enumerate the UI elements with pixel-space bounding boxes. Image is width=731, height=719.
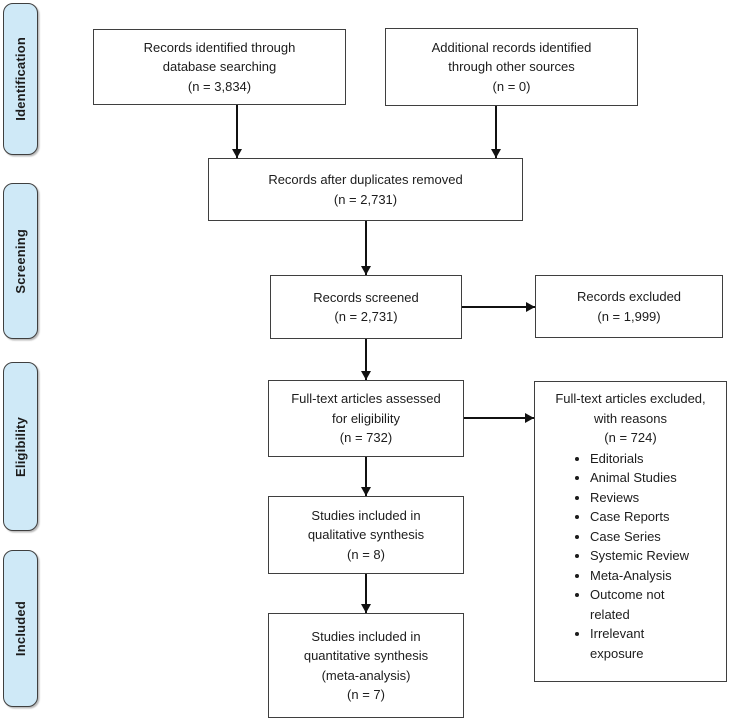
box-count: (n = 7) [347, 687, 385, 702]
exclusion-reason-item: Systemic Review [590, 546, 695, 566]
box-records-identified: Records identified through database sear… [93, 29, 346, 105]
box-text-line: Full-text articles excluded, [555, 391, 706, 406]
box-records-excluded: Records excluded (n = 1,999) [535, 275, 723, 338]
arrow-qualitative-to-quantitative [365, 574, 367, 613]
box-fulltext-assessed: Full-text articles assessed for eligibil… [268, 380, 464, 457]
exclusion-reason-item: Case Series [590, 527, 695, 547]
stage-label-text: Identification [13, 37, 28, 121]
box-text-line: Records excluded [576, 289, 682, 304]
exclusion-reason-item: Irrelevant exposure [590, 624, 695, 663]
box-count: (n = 732) [339, 430, 393, 446]
arrow-assessed-to-qualitative [365, 457, 367, 496]
box-text-line: through other sources [448, 59, 575, 75]
box-count: (n = 3,834) [187, 78, 252, 94]
exclusion-reason-item: Reviews [590, 488, 695, 508]
box-count: (n = 2,731) [334, 309, 398, 324]
box-qualitative-synthesis: Studies included in qualitative synthesi… [268, 496, 464, 574]
box-count: (n = 8) [347, 546, 385, 562]
box-text-line: Studies included in [311, 507, 421, 523]
exclusion-reason-text: Systemic Review [590, 548, 689, 563]
box-text-line: qualitative synthesis [307, 527, 425, 543]
arrow-identified-to-duplicates [236, 105, 238, 158]
box-count: (n = 1,999) [597, 308, 661, 324]
box-text-line: with reasons [594, 410, 667, 426]
box-additional-records: Additional records identified through ot… [385, 28, 638, 106]
box-fulltext-excluded: Full-text articles excluded, with reason… [534, 381, 727, 682]
box-count: (n = 0) [492, 78, 531, 94]
exclusion-reasons-list: Editorials Animal Studies Reviews Case R… [563, 449, 695, 664]
stage-label-text: Screening [13, 228, 28, 294]
box-text-line: Studies included in [311, 628, 421, 644]
box-count: (n = 724) [604, 430, 657, 445]
arrow-assessed-to-fulltext-excluded [464, 417, 534, 419]
exclusion-reason-text: Irrelevant exposure [590, 626, 645, 661]
box-text-line: Records screened [313, 289, 419, 305]
arrow-screened-to-assessed [365, 339, 367, 380]
stage-label-text: Included [13, 600, 28, 657]
exclusion-reason-text: Meta-Analysis [590, 567, 672, 583]
exclusion-reason-text: Case Series [590, 528, 661, 544]
box-text-line: Records after duplicates removed [268, 172, 463, 187]
box-text-line: (meta-analysis) [321, 667, 411, 683]
exclusion-reason-text: Outcome not related [590, 587, 665, 622]
exclusion-reason-text: Reviews [590, 489, 640, 505]
box-after-duplicates: Records after duplicates removed (n = 2,… [208, 158, 523, 221]
stage-label-identification: Identification [3, 3, 38, 155]
arrow-additional-to-duplicates [495, 106, 497, 158]
box-quantitative-synthesis: Studies included in quantitative synthes… [268, 613, 464, 718]
stage-label-text: Eligibility [13, 416, 28, 477]
box-records-screened: Records screened (n = 2,731) [270, 275, 462, 339]
stage-label-eligibility: Eligibility [3, 362, 38, 531]
exclusion-reason-item: Meta-Analysis [590, 566, 695, 586]
box-text-line: database searching [162, 59, 277, 75]
box-text-line: quantitative synthesis [303, 648, 429, 663]
exclusion-reason-item: Editorials [590, 449, 695, 469]
box-count: (n = 2,731) [333, 191, 398, 207]
stage-label-included: Included [3, 550, 38, 707]
box-text-line: for eligibility [332, 410, 400, 426]
exclusion-reason-text: Editorials [590, 450, 644, 466]
box-text-line: Full-text articles assessed [291, 391, 441, 407]
stage-label-screening: Screening [3, 183, 38, 339]
exclusion-reason-text: Animal Studies [590, 470, 677, 485]
box-text-line: Records identified through [143, 39, 296, 55]
arrow-duplicates-to-screened [365, 221, 367, 275]
arrow-screened-to-excluded [462, 306, 535, 308]
exclusion-reason-text: Case Reports [590, 509, 670, 524]
exclusion-reason-item: Case Reports [590, 507, 695, 527]
exclusion-reason-item: Outcome not related [590, 585, 695, 624]
exclusion-reason-item: Animal Studies [590, 468, 695, 488]
box-text-line: Additional records identified [431, 39, 592, 55]
